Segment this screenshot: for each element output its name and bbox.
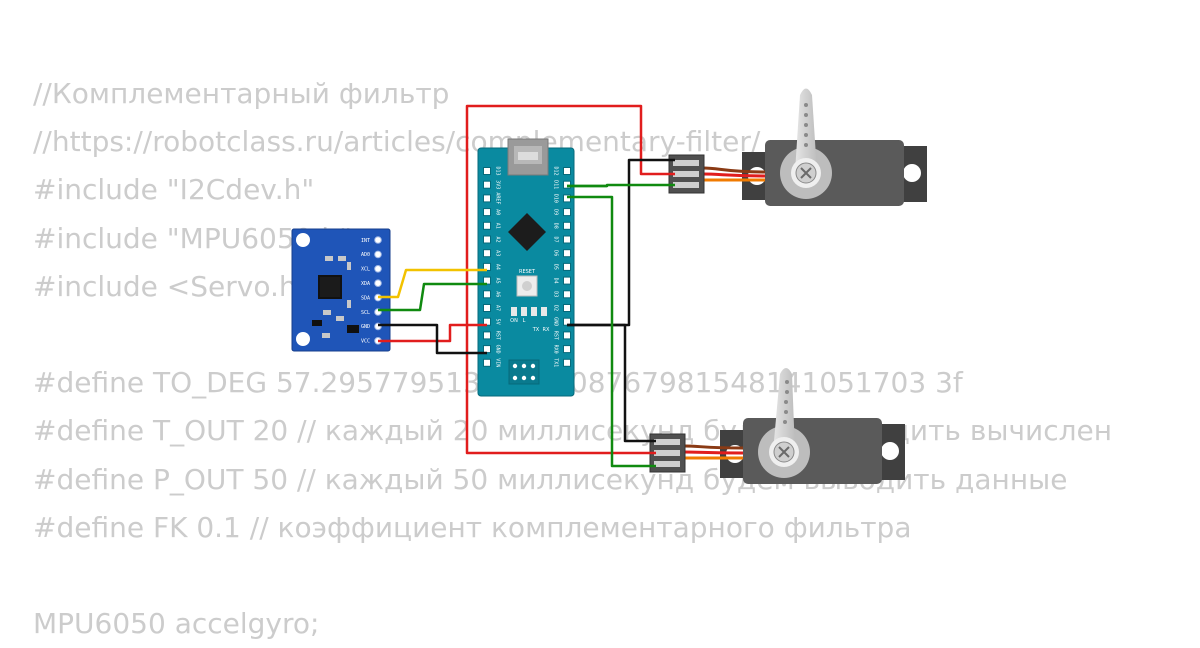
nano-pin-label: RST — [552, 331, 558, 340]
code-line: #include "I2Cdev.h" — [33, 173, 315, 207]
nano-pin[interactable] — [563, 180, 571, 189]
nano-pin-label: RST — [494, 331, 500, 340]
mpu-pin-label: XCL — [361, 267, 370, 273]
nano-pin[interactable] — [483, 208, 491, 217]
nano-pin-label: D10 — [552, 194, 558, 203]
nano-pin-label: A5 — [494, 278, 500, 284]
nano-pin-label: 3V3 — [494, 180, 500, 189]
mpu-pin[interactable] — [374, 265, 382, 273]
servo-motor-1[interactable] — [668, 88, 927, 207]
nano-pin[interactable] — [483, 221, 491, 230]
mounting-hole — [296, 332, 310, 346]
nano-pin-label: A7 — [494, 305, 500, 311]
code-line: #define FK 0.1 // коэффициент комплемент… — [33, 510, 912, 544]
nano-pin-label: D11 — [552, 180, 558, 189]
nano-pin-label: D2 — [552, 305, 558, 311]
nano-pin[interactable] — [563, 331, 571, 340]
wire-5v-servo2 — [465, 325, 656, 455]
wire-5v-servo1 — [465, 104, 675, 327]
mounting-hole — [296, 233, 310, 247]
nano-pin[interactable] — [563, 167, 571, 175]
nano-pin[interactable] — [483, 194, 491, 203]
nano-pin[interactable] — [483, 249, 491, 258]
nano-pin[interactable] — [563, 262, 571, 271]
mpu-pin-label: XDA — [361, 281, 370, 287]
nano-pin[interactable] — [563, 290, 571, 299]
l-led-label: L — [523, 318, 526, 324]
wire-signal-servo2 — [567, 195, 656, 468]
nano-pin-label: A3 — [494, 250, 500, 256]
nano-pin[interactable] — [563, 276, 571, 285]
nano-pin[interactable] — [563, 235, 571, 244]
mcu-chip — [508, 213, 546, 251]
servo-horn — [795, 88, 817, 172]
nano-pin-label: D8 — [552, 223, 558, 229]
mpu-pin-label: SDA — [361, 295, 370, 301]
wires — [378, 104, 675, 468]
nano-pin[interactable] — [563, 221, 571, 230]
nano-pin[interactable] — [483, 235, 491, 244]
nano-pin[interactable] — [483, 180, 491, 189]
wire-sda — [378, 268, 487, 299]
nano-pin-label: GND — [494, 345, 500, 354]
mpu-pin-label: GND — [361, 324, 370, 330]
nano-pin[interactable] — [483, 167, 491, 175]
nano-pin-label: D9 — [552, 209, 558, 215]
nano-pin[interactable] — [483, 358, 491, 367]
code-line: //Комплементарный фильтр — [33, 77, 450, 110]
nano-pin[interactable] — [563, 358, 571, 367]
nano-pin[interactable] — [483, 290, 491, 299]
nano-pin-label: A0 — [494, 209, 500, 215]
rx-label: RX — [543, 327, 550, 333]
code-line: //https://robotclass.ru/articles/complem… — [33, 125, 761, 159]
wire-gnd-servo2 — [567, 323, 656, 443]
nano-pin[interactable] — [563, 249, 571, 258]
on-led-label: ON — [510, 318, 518, 324]
code-line: #define TO_DEG 57.2957795130823208767981… — [33, 366, 963, 400]
nano-pin-label: D6 — [552, 250, 558, 256]
mpu-pin-label: INT — [361, 238, 370, 244]
wire-vcc-mpu — [378, 323, 467, 343]
nano-pin-label: D5 — [552, 264, 558, 270]
nano-pin[interactable] — [563, 208, 571, 217]
mpu-pin-label: VCC — [361, 339, 370, 345]
tx-label: TX — [532, 327, 540, 333]
nano-pin-label: D12 — [552, 166, 558, 175]
nano-pin-label: A6 — [494, 291, 500, 297]
nano-pin-label: D13 — [494, 166, 500, 175]
nano-pin[interactable] — [483, 304, 491, 312]
nano-pin-label: RX0 — [552, 345, 558, 354]
nano-pin[interactable] — [483, 345, 491, 354]
mpu-pin-label: AD0 — [361, 252, 370, 258]
nano-pin-label: VIN — [494, 358, 500, 367]
wire-gnd-mpu — [378, 323, 487, 355]
nano-pin[interactable] — [563, 345, 571, 354]
nano-pin[interactable] — [563, 304, 571, 312]
nano-pin-label: D4 — [552, 278, 558, 284]
nano-pin-label: A4 — [494, 264, 500, 270]
mpu-pin-label: SCL — [361, 310, 370, 316]
nano-pin[interactable] — [563, 194, 571, 203]
servo-horn — [773, 368, 795, 452]
nano-pin-label: D3 — [552, 291, 558, 297]
nano-pin-label: D7 — [552, 236, 558, 242]
nano-pin-label: AREF — [494, 192, 500, 204]
reset-label: RESET — [519, 269, 536, 275]
nano-pin-label: A2 — [494, 236, 500, 242]
mpu-pin[interactable] — [374, 250, 382, 259]
nano-pin-label: A1 — [494, 223, 500, 229]
nano-pin-label: TX1 — [552, 358, 558, 367]
nano-pin-label: GND — [552, 317, 558, 326]
mpu-pin[interactable] — [374, 279, 382, 288]
nano-pin-label: 5V — [494, 319, 500, 325]
wire-scl — [378, 282, 487, 312]
nano-pin[interactable] — [483, 331, 491, 340]
mpu-pin[interactable] — [374, 236, 382, 244]
servo-motor-2[interactable] — [649, 368, 905, 484]
